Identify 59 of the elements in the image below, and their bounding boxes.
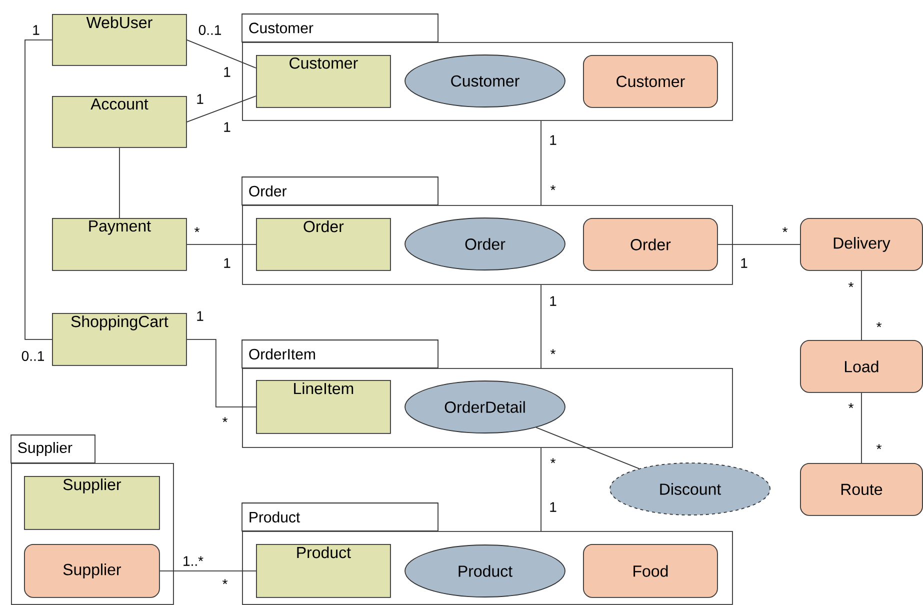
multiplicity-label: 0..1 bbox=[198, 25, 221, 35]
rounded-box: Load bbox=[800, 340, 923, 393]
class-box: Customer bbox=[256, 55, 391, 108]
multiplicity-label: * bbox=[550, 458, 556, 464]
multiplicity-label: * bbox=[848, 403, 854, 408]
association-line bbox=[186, 244, 256, 245]
association-line bbox=[186, 40, 256, 68]
class-box: Product bbox=[256, 544, 391, 598]
association-line bbox=[24, 40, 52, 340]
rounded-box: Food bbox=[583, 544, 718, 598]
rounded-box: Supplier bbox=[24, 544, 160, 598]
class-box: ShoppingCart bbox=[52, 313, 187, 366]
multiplicity-label: 1 bbox=[197, 311, 204, 321]
multiplicity-label: 1 bbox=[550, 502, 556, 512]
rounded-box: Customer bbox=[583, 55, 718, 108]
multiplicity-label: 1 bbox=[550, 296, 556, 306]
multiplicity-label: * bbox=[782, 227, 788, 232]
multiplicity-label: 1 bbox=[224, 258, 230, 268]
class-box: Payment bbox=[52, 218, 187, 271]
class-box: WebUser bbox=[52, 14, 187, 66]
multiplicity-label: 1..* bbox=[184, 556, 204, 566]
multiplicity-label: 1 bbox=[197, 94, 204, 104]
multiplicity-label: * bbox=[194, 227, 200, 232]
class-box: Account bbox=[52, 96, 187, 148]
node-label: Customer bbox=[249, 22, 314, 34]
multiplicity-label: 1 bbox=[741, 258, 748, 268]
node-label: OrderItem bbox=[249, 348, 315, 360]
association-line bbox=[861, 270, 862, 340]
multiplicity-label: * bbox=[876, 444, 882, 450]
rounded-box: Route bbox=[800, 463, 923, 516]
association-line bbox=[540, 120, 542, 206]
node-label: Order bbox=[249, 185, 287, 197]
multiplicity-label: 1 bbox=[224, 67, 230, 77]
class-box: Order bbox=[256, 218, 391, 271]
class-box: LineItem bbox=[256, 380, 391, 434]
multiplicity-label: 1 bbox=[33, 25, 40, 35]
multiplicity-label: 1 bbox=[550, 135, 556, 145]
node-label: Product bbox=[250, 512, 300, 523]
multiplicity-label: * bbox=[550, 349, 556, 354]
class-box: Supplier bbox=[24, 476, 160, 530]
node-label: Supplier bbox=[18, 442, 72, 456]
multiplicity-label: * bbox=[876, 322, 882, 328]
rounded-box: Delivery bbox=[800, 218, 923, 271]
association-line bbox=[540, 447, 542, 532]
association-line bbox=[717, 244, 800, 245]
multiplicity-label: 1 bbox=[224, 122, 230, 132]
rounded-box: Order bbox=[583, 218, 718, 271]
association-line bbox=[861, 392, 862, 464]
multiplicity-label: * bbox=[222, 417, 228, 422]
multiplicity-label: * bbox=[222, 579, 228, 584]
association-line bbox=[186, 339, 256, 408]
multiplicity-label: * bbox=[550, 185, 556, 190]
multiplicity-label: 0..1 bbox=[22, 351, 44, 361]
association-line bbox=[536, 426, 640, 470]
association-line bbox=[186, 96, 256, 122]
association-line bbox=[119, 147, 120, 218]
association-line bbox=[540, 284, 542, 368]
multiplicity-label: * bbox=[848, 282, 854, 288]
association-line bbox=[159, 570, 256, 572]
